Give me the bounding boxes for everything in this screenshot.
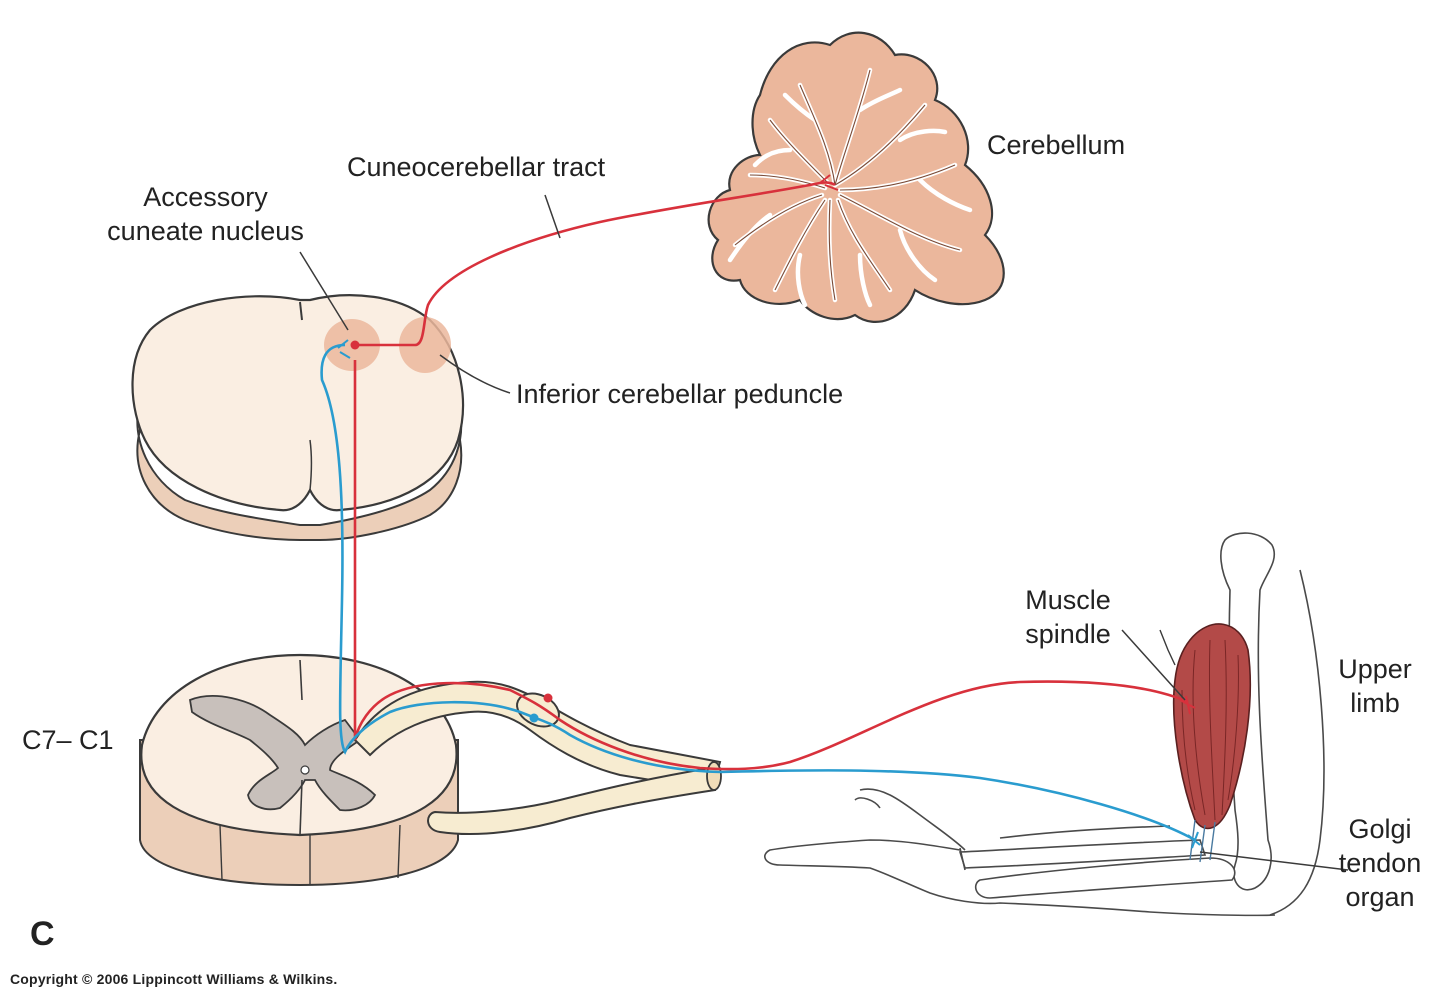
leader-nucleus	[299, 251, 349, 331]
panel-letter: C	[30, 915, 55, 953]
label-golgi-line1: Golgi	[1348, 814, 1412, 844]
spinal-nerve	[353, 680, 722, 836]
muscle-nerve-branch	[1159, 629, 1176, 666]
label-limb-line2: limb	[1350, 688, 1400, 718]
leader-tract	[544, 194, 561, 239]
hand-thumb	[854, 797, 881, 809]
spinal-nerve-end	[706, 761, 722, 791]
wrist-lines	[959, 825, 1171, 871]
golgi-tendon-afferent-fiber	[320, 343, 1196, 842]
spinal-ventral-fissure	[299, 659, 303, 701]
hand-outline	[764, 839, 1276, 917]
golgi-ganglion-cell	[529, 713, 539, 723]
golgi-terminal-medulla	[337, 339, 351, 359]
forearm-bone-1	[974, 857, 1236, 899]
spinal-segment-lines	[219, 824, 401, 885]
forearm-bone-2	[958, 839, 1207, 869]
label-golgi-tendon-organ: Golgi tendon organ	[1330, 812, 1430, 914]
golgi-ending	[1187, 831, 1201, 849]
spinal-dorsal-fissure	[299, 779, 303, 836]
leader-golgi	[1199, 851, 1349, 871]
label-nucleus-line1: Accessory	[143, 182, 268, 212]
arm-outline-upper	[1269, 569, 1325, 916]
muscle-spindle-afferent-fiber	[353, 360, 1189, 771]
label-cerebellum: Cerebellum	[987, 130, 1126, 160]
label-spindle-line1: Muscle	[1025, 585, 1111, 615]
label-golgi-line3: organ	[1345, 882, 1415, 912]
copyright-notice: Copyright © 2006 Lippincott Williams & W…	[10, 971, 338, 987]
inferior-cerebellar-peduncle-area	[399, 317, 451, 373]
spindle-ganglion-cell	[543, 693, 553, 703]
label-cuneocerebellar-tract: Cuneocerebellar tract	[347, 152, 606, 182]
spindle-ending	[1179, 695, 1196, 715]
label-spindle-line2: spindle	[1025, 619, 1111, 649]
central-canal	[300, 765, 310, 775]
grey-matter	[188, 695, 377, 812]
label-accessory-cuneate-nucleus: Accessory cuneate nucleus	[88, 180, 323, 248]
medulla-fissure	[299, 301, 303, 321]
label-limb-line1: Upper	[1338, 654, 1412, 684]
leader-spindle	[1121, 629, 1186, 701]
spinal-cord-cross-section	[139, 653, 459, 887]
cerebellum-folia-lines	[734, 69, 961, 301]
cerebellum-illustration	[707, 31, 1005, 323]
medulla-cross-section	[131, 294, 465, 541]
muscle-illustration	[1159, 623, 1252, 863]
hand-fingers	[859, 788, 966, 851]
label-nucleus-line2: cuneate nucleus	[107, 216, 304, 246]
label-inferior-cerebellar-peduncle: Inferior cerebellar peduncle	[516, 379, 844, 409]
ventral-root	[427, 766, 717, 836]
accessory-cuneate-neuron	[350, 340, 360, 350]
muscle-striations	[1181, 639, 1239, 821]
cerebellum-body	[707, 31, 1005, 323]
label-spinal-segment: C7– C1	[22, 725, 114, 755]
medulla-ventral-fissure	[309, 439, 313, 491]
leader-lines	[299, 194, 1349, 871]
label-golgi-line2: tendon	[1338, 848, 1422, 878]
cerebellar-terminal	[819, 174, 839, 191]
label-muscle-spindle: Muscle spindle	[1012, 583, 1124, 651]
leader-peduncle	[439, 354, 511, 394]
label-upper-limb: Upper limb	[1330, 652, 1420, 720]
